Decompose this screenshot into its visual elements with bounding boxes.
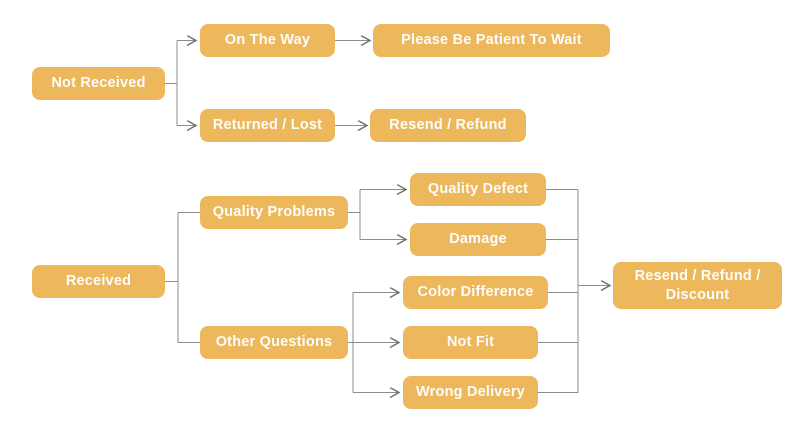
node-resend-refund-label: Resend / Refund: [389, 116, 507, 133]
node-quality-problems-label: Quality Problems: [212, 203, 336, 220]
node-not-received[interactable]: Not Received: [32, 67, 165, 100]
node-quality-problems[interactable]: Quality Problems: [200, 196, 348, 229]
node-received[interactable]: Received: [32, 265, 165, 298]
node-received-label: Received: [65, 272, 132, 289]
node-not-received-label: Not Received: [51, 74, 146, 91]
node-quality-defect-label: Quality Defect: [427, 180, 529, 197]
node-please-be-patient-to-wait[interactable]: Please Be Patient To Wait: [373, 24, 610, 57]
node-other-questions-label: Other Questions: [215, 333, 333, 350]
node-wrong-delivery[interactable]: Wrong Delivery: [403, 376, 538, 409]
node-resend-refund-discount[interactable]: Resend / Refund / Discount: [613, 262, 782, 309]
node-please-be-patient-to-wait-label: Please Be Patient To Wait: [401, 31, 582, 48]
node-resend-refund[interactable]: Resend / Refund: [370, 109, 526, 142]
node-other-questions[interactable]: Other Questions: [200, 326, 348, 359]
node-returned-lost-label: Returned / Lost: [212, 116, 323, 133]
node-quality-defect[interactable]: Quality Defect: [410, 173, 546, 206]
node-resend-refund-discount-label: Resend / Refund / Discount: [634, 268, 761, 303]
node-returned-lost[interactable]: Returned / Lost: [200, 109, 335, 142]
node-on-the-way-label: On The Way: [224, 31, 311, 48]
node-on-the-way[interactable]: On The Way: [200, 24, 335, 57]
node-damage-label: Damage: [449, 230, 507, 247]
node-not-fit[interactable]: Not Fit: [403, 326, 538, 359]
node-color-difference[interactable]: Color Difference: [403, 276, 548, 309]
node-not-fit-label: Not Fit: [446, 333, 495, 350]
node-wrong-delivery-label: Wrong Delivery: [416, 383, 525, 400]
node-color-difference-label: Color Difference: [417, 283, 534, 300]
node-damage[interactable]: Damage: [410, 223, 546, 256]
